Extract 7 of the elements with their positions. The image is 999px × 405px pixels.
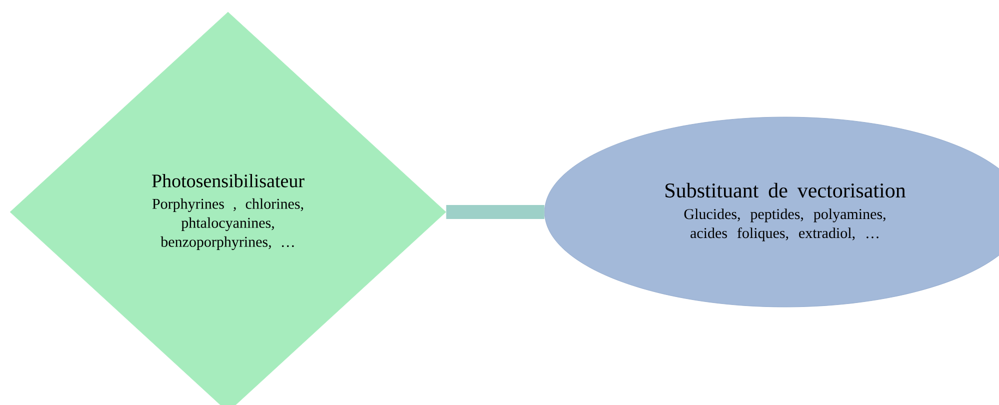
heading-text: Substituant de vectorisation [666, 182, 906, 198]
heading-text: Photosensibilisateur [152, 174, 304, 188]
body-text: Porphyrines , chlorines, phtalocyanines, benzoporphyrines, … [152, 198, 304, 250]
diamond-shape [10, 12, 446, 405]
body-text: Glucides, peptides, polyamines, acides foliques, extradiol, … [684, 208, 886, 242]
connector-bar [446, 205, 544, 219]
ellipse-shape [544, 116, 999, 308]
